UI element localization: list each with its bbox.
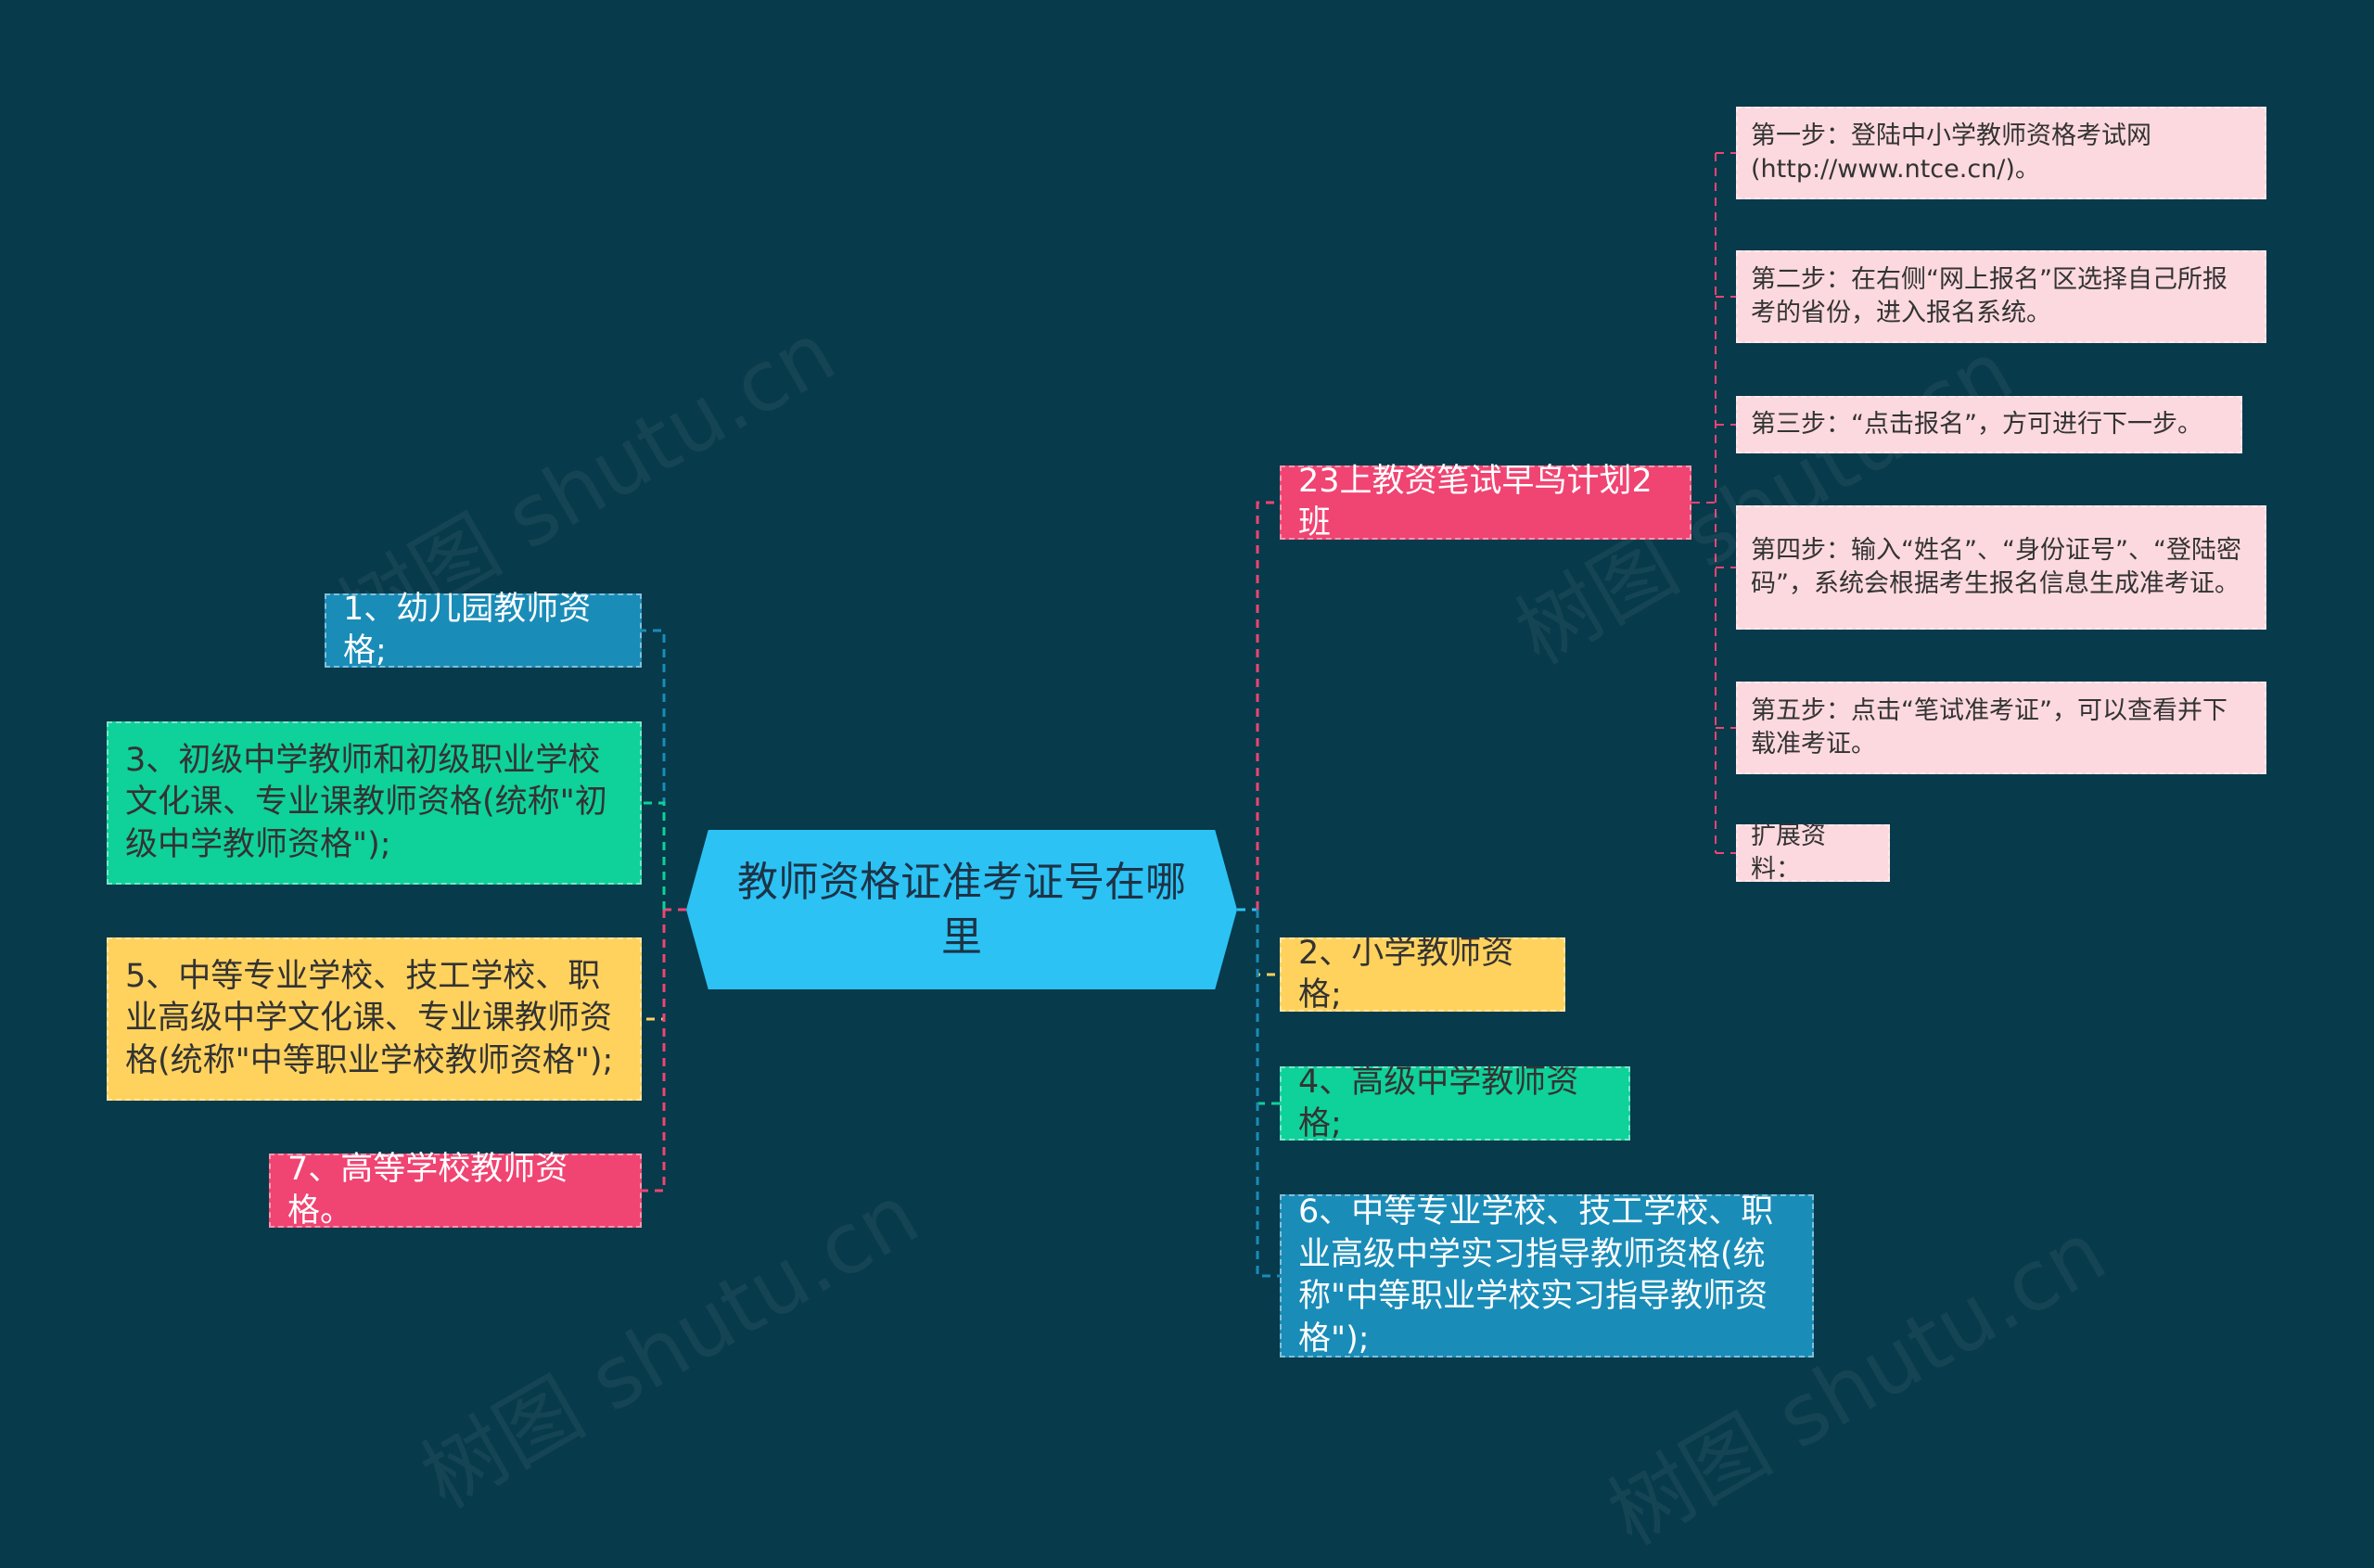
node-label: 23上教资笔试早鸟计划2班: [1298, 462, 1653, 542]
right-node-primary[interactable]: 2、小学教师资格;: [1280, 935, 1565, 1013]
left-node-secondary-vocational[interactable]: 5、中等专业学校、技工学校、职业高级中学文化课、专业课教师资格(统称"中等职业学…: [107, 937, 642, 1101]
step-node-3[interactable]: 第三步：“点击报名”，方可进行下一步。: [1736, 396, 2242, 453]
node-label: 2、小学教师资格;: [1298, 934, 1514, 1014]
link-left-5: [642, 910, 666, 1021]
link-left-1: [642, 629, 666, 910]
step-label: 扩展资料：: [1751, 821, 1826, 884]
step-label: 第三步：“点击报名”，方可进行下一步。: [1751, 409, 2202, 439]
root-topic-label: 教师资格证准考证号在哪里: [737, 858, 1186, 961]
step-node-6[interactable]: 扩展资料：: [1736, 822, 1890, 884]
node-label: 4、高级中学教师资格;: [1298, 1063, 1579, 1143]
link-right-23: [1256, 501, 1280, 910]
connector-lines: [642, 152, 1736, 1278]
step-label: 第五步：点击“笔试准考证”，可以查看并下载准考证。: [1751, 695, 2227, 759]
step-node-1[interactable]: 第一步：登陆中小学教师资格考试网(http://www.ntce.cn/)。: [1736, 107, 2266, 199]
right-node-vocational-practice[interactable]: 6、中等专业学校、技工学校、职业高级中学实习指导教师资格(统称"中等职业学校实习…: [1280, 1193, 1814, 1358]
root-topic[interactable]: 教师资格证准考证号在哪里: [686, 830, 1237, 989]
step-node-5[interactable]: 第五步：点击“笔试准考证”，可以查看并下载准考证。: [1736, 682, 2266, 774]
node-label: 5、中等专业学校、技工学校、职业高级中学文化课、专业课教师资格(统称"中等职业学…: [125, 957, 614, 1079]
link-steps-trunk: [1691, 153, 1717, 853]
left-node-higher-education[interactable]: 7、高等学校教师资格。: [269, 1151, 642, 1230]
step-node-4[interactable]: 第四步：输入“姓名”、“身份证号”、“登陆密码”，系统会根据考生报名信息生成准考…: [1736, 505, 2266, 630]
link-left-7: [642, 910, 666, 1192]
node-label: 3、初级中学教师和初级职业学校文化课、专业课教师资格(统称"初级中学教师资格")…: [125, 741, 607, 863]
step-node-2[interactable]: 第二步：在右侧“网上报名”区选择自己所报考的省份，进入报名系统。: [1736, 250, 2266, 343]
link-right-6: [1256, 910, 1280, 1278]
right-node-early-bird-plan[interactable]: 23上教资笔试早鸟计划2班: [1280, 463, 1691, 542]
link-left-3: [642, 801, 666, 910]
step-label: 第二步：在右侧“网上报名”区选择自己所报考的省份，进入报名系统。: [1751, 264, 2227, 327]
step-label: 第四步：输入“姓名”、“身份证号”、“登陆密码”，系统会根据考生报名信息生成准考…: [1751, 535, 2241, 598]
node-label: 6、中等专业学校、技工学校、职业高级中学实习指导教师资格(统称"中等职业学校实习…: [1298, 1193, 1774, 1358]
node-label: 7、高等学校教师资格。: [287, 1150, 568, 1230]
step-label: 第一步：登陆中小学教师资格考试网(http://www.ntce.cn/)。: [1751, 121, 2151, 184]
link-right-2: [1256, 910, 1280, 976]
node-label: 1、幼儿园教师资格;: [343, 590, 592, 670]
left-node-junior-middle[interactable]: 3、初级中学教师和初级职业学校文化课、专业课教师资格(统称"初级中学教师资格")…: [107, 721, 642, 885]
link-right-4: [1256, 910, 1280, 1105]
right-node-senior-high[interactable]: 4、高级中学教师资格;: [1280, 1064, 1630, 1142]
left-node-kindergarten[interactable]: 1、幼儿园教师资格;: [325, 591, 642, 669]
